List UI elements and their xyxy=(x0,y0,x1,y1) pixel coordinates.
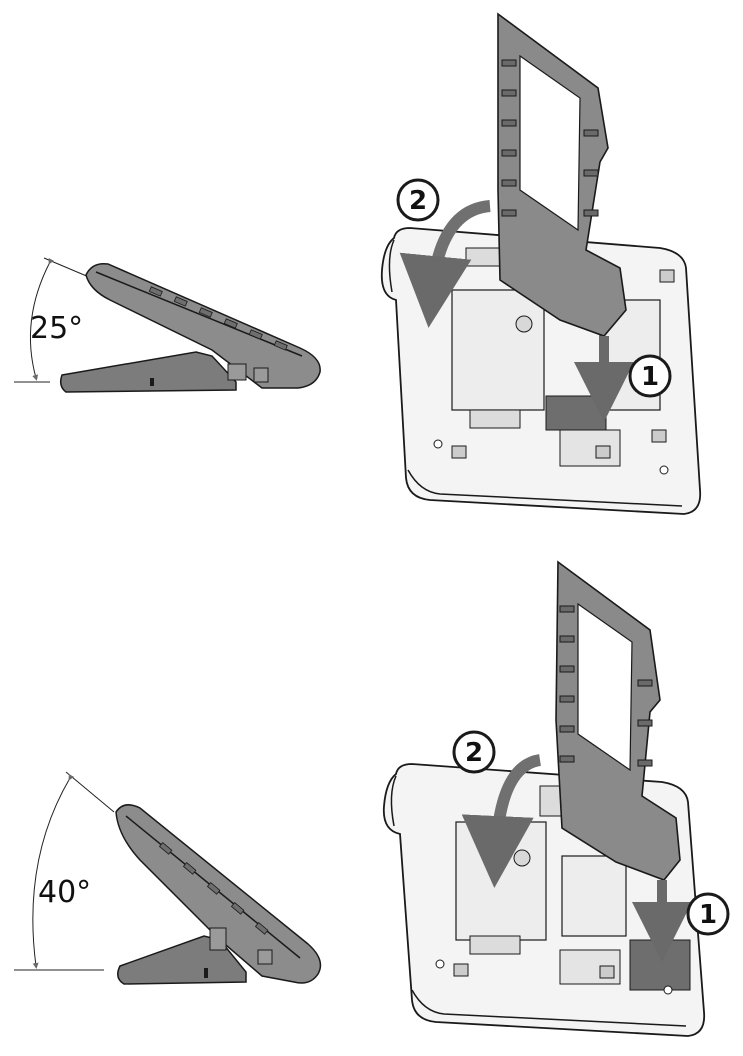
base-slot-3 xyxy=(559,429,621,467)
stand-frame-cutout xyxy=(519,54,581,232)
angle-arc xyxy=(32,773,75,969)
handset-cradle xyxy=(390,775,397,827)
rotate-arrow xyxy=(399,200,491,328)
base-screw-hole xyxy=(515,315,533,333)
stand-clip-2 xyxy=(253,367,269,383)
phone-side-top-edge xyxy=(95,271,303,357)
step-number: 2 xyxy=(465,738,483,768)
stand-ribs xyxy=(501,59,599,217)
base-connector xyxy=(629,939,691,991)
base-slot-5 xyxy=(599,965,615,979)
base-slot-5 xyxy=(595,445,611,459)
base-slot-2 xyxy=(469,935,521,955)
phone-keys xyxy=(148,286,288,351)
phone-keys xyxy=(158,842,269,935)
base-slot-6 xyxy=(651,429,667,443)
phone-base-front-lip xyxy=(407,469,683,507)
side-view-25: 25° xyxy=(14,257,321,393)
step-badge-1: 1 xyxy=(628,354,672,398)
step-badge-2: 2 xyxy=(452,730,496,774)
base-connector xyxy=(545,395,607,431)
base-recess-right xyxy=(561,855,627,937)
base-slot-2 xyxy=(469,409,521,429)
panel-bottom: 40° xyxy=(14,560,730,1037)
stand-foot xyxy=(150,378,154,386)
phone-side-body xyxy=(85,262,321,389)
base-recess-center xyxy=(451,289,545,411)
stand-clip xyxy=(209,927,227,951)
stand-clip xyxy=(227,363,247,381)
step-badge-2: 2 xyxy=(396,178,440,222)
base-foot-1 xyxy=(433,439,443,449)
base-slot-7 xyxy=(659,269,675,283)
base-foot-1 xyxy=(435,959,445,969)
base-foot-2 xyxy=(663,985,673,995)
phone-base-front-lip xyxy=(411,989,687,1027)
handset-cradle xyxy=(388,239,395,293)
base-slot-4 xyxy=(453,963,469,977)
step-number: 1 xyxy=(641,362,659,392)
angle-incline-line xyxy=(65,771,115,813)
stand-side xyxy=(59,351,237,393)
rotate-arrow xyxy=(461,754,542,888)
panel-top: 25° xyxy=(14,12,702,515)
stand-foot xyxy=(204,968,208,978)
angle-arc xyxy=(29,257,55,381)
stand-frame-cutout xyxy=(577,602,633,772)
angle-label: 40° xyxy=(38,875,91,910)
side-view-40: 40° xyxy=(14,771,322,985)
stand-bottom xyxy=(555,560,692,962)
step-badge-1: 1 xyxy=(686,892,730,936)
stand-top xyxy=(497,12,634,422)
base-screw-hole xyxy=(513,849,531,867)
base-foot-2 xyxy=(659,465,669,475)
step-number: 2 xyxy=(409,186,427,216)
angle-label: 25° xyxy=(30,311,83,346)
base-slot-4 xyxy=(451,445,467,459)
stand-clip-2 xyxy=(257,949,273,965)
stand-ribs xyxy=(559,605,653,767)
base-slot-1 xyxy=(465,247,503,267)
step-number: 1 xyxy=(699,900,717,930)
